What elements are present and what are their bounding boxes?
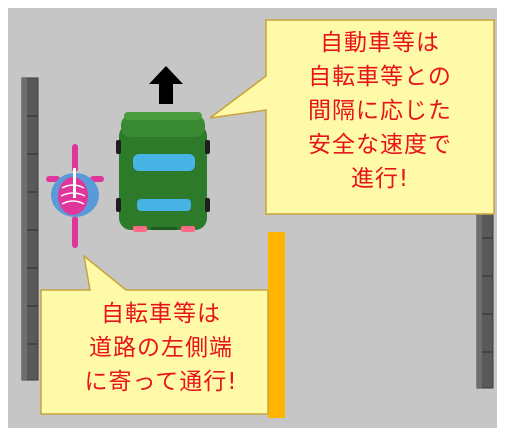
callout-car	[209, 19, 495, 215]
bicycle-top-view-icon	[46, 144, 104, 248]
callout-bike-text: 自転車等は 道路の左側端 に寄って通行!	[84, 301, 238, 395]
center-line	[268, 232, 285, 418]
callout-bike	[40, 254, 269, 415]
left-curb-wall	[21, 77, 39, 381]
callout-car-text: 自動車等は 自転車等との 間隔に応じた 安全な速度で 進行!	[308, 30, 452, 192]
up-arrow-icon	[149, 66, 183, 104]
car-top-view-icon	[116, 112, 210, 232]
